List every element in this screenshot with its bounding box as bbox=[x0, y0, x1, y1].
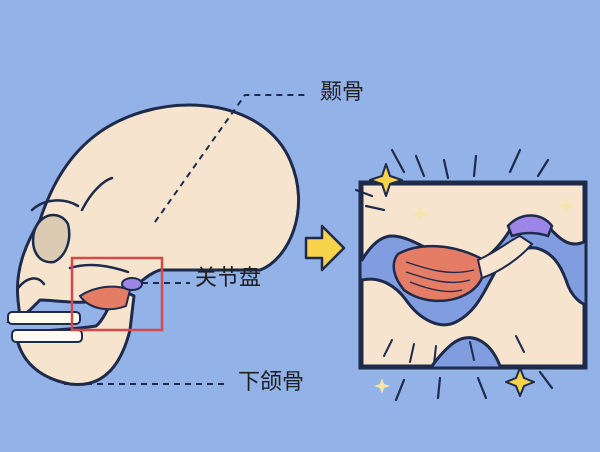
zoom-muscle bbox=[394, 246, 484, 301]
upper-teeth bbox=[8, 312, 80, 324]
lower-teeth bbox=[12, 330, 82, 342]
label-mandible: 下颌骨 bbox=[238, 372, 304, 394]
skull bbox=[8, 105, 299, 385]
label-temporal-bone: 颞骨 bbox=[320, 82, 364, 104]
eye-socket bbox=[33, 215, 69, 262]
label-articular-disc: 关节盘 bbox=[195, 268, 261, 290]
right-arrow-icon bbox=[306, 226, 344, 270]
zoom-panel bbox=[360, 182, 586, 368]
